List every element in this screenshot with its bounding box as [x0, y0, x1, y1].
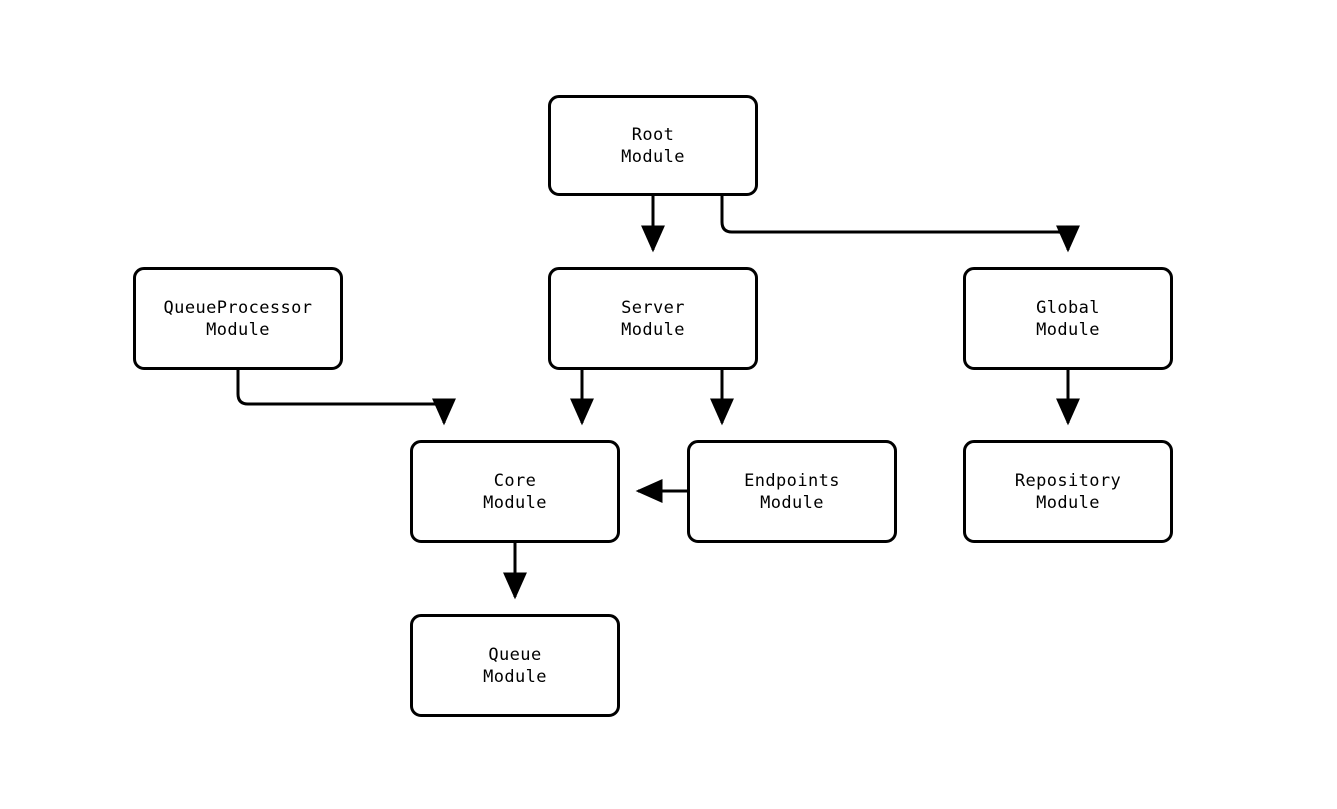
node-root-module-line1: Root: [631, 124, 675, 145]
node-global-module-line2: Module: [1036, 319, 1100, 340]
node-endpoints-module-line2: Module: [760, 492, 824, 513]
node-repository-module[interactable]: Repository Module: [963, 440, 1173, 543]
node-endpoints-module-line1: Endpoints: [744, 470, 840, 491]
node-server-module[interactable]: Server Module: [548, 267, 758, 370]
node-endpoints-module[interactable]: Endpoints Module: [687, 440, 897, 543]
edge-root-to-global: [720, 196, 1080, 253]
node-root-module-line2: Module: [621, 146, 685, 167]
node-queueprocessor-module-line2: Module: [206, 319, 270, 340]
node-core-module-line1: Core: [493, 470, 537, 491]
node-server-module-line2: Module: [621, 319, 685, 340]
node-queue-module-line2: Module: [483, 666, 547, 687]
edge-queueprocessor-to-core: [236, 370, 456, 426]
node-queue-module[interactable]: Queue Module: [410, 614, 620, 717]
node-queueprocessor-module[interactable]: QueueProcessor Module: [133, 267, 343, 370]
node-queue-module-line1: Queue: [488, 644, 542, 665]
node-repository-module-line1: Repository: [1014, 470, 1122, 491]
node-core-module-line2: Module: [483, 492, 547, 513]
node-global-module-line1: Global: [1036, 297, 1100, 318]
node-root-module[interactable]: Root Module: [548, 95, 758, 196]
node-global-module[interactable]: Global Module: [963, 267, 1173, 370]
node-server-module-line1: Server: [621, 297, 685, 318]
node-core-module[interactable]: Core Module: [410, 440, 620, 543]
node-repository-module-line2: Module: [1036, 492, 1100, 513]
node-queueprocessor-module-line1: QueueProcessor: [163, 297, 313, 318]
